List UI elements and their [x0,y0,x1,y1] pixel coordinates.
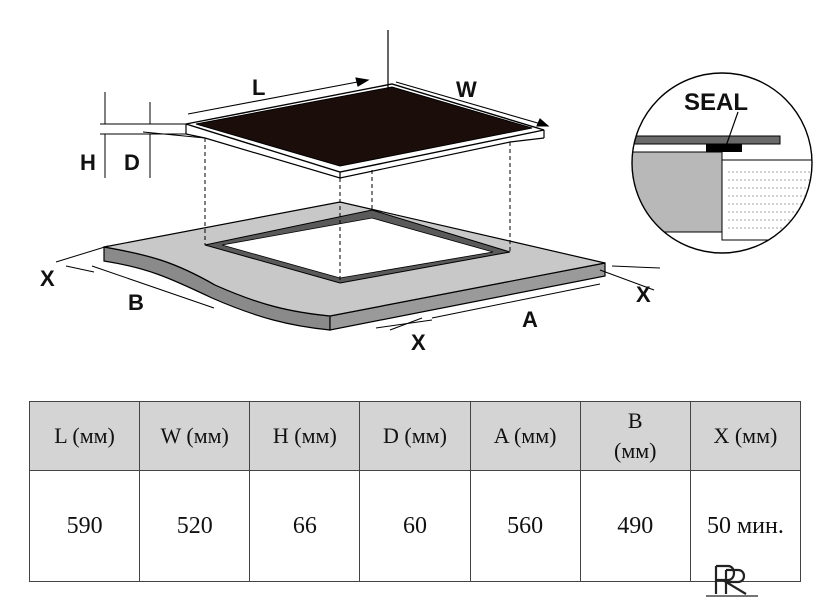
label-d: D [124,150,140,175]
label-x-left: X [40,266,55,291]
dimension-a [431,283,601,319]
hob-glass [195,86,533,167]
value-cell: 50 мин. [689,470,802,582]
header-cell: A (мм) [469,401,581,471]
label-w: W [456,77,477,102]
installation-diagram: L W H D X B X A X [40,30,813,355]
value-cell: 590 [28,470,141,582]
dimension-w [395,81,550,127]
label-h: H [80,150,96,175]
projection-lines [204,138,511,283]
dimension-x-bottom [375,317,433,331]
label-b: B [128,290,144,315]
label-l: L [252,75,265,100]
seal-inset: SEAL [631,72,813,254]
header-cell: D (мм) [359,401,471,471]
value-cell: 60 [359,470,471,582]
spec-table: L (мм) W (мм) H (мм) D (мм) A (мм) B (мм… [28,401,802,582]
label-a: A [522,307,538,332]
dimension-x-left [55,245,109,273]
label-x-bottom: X [411,330,426,355]
value-cell: 560 [469,470,581,582]
dimension-h-d [100,92,206,178]
header-cell: L (мм) [28,401,141,471]
label-x-right: X [636,282,651,307]
header-cell: B (мм) [579,401,691,471]
value-cell: 66 [249,470,361,582]
header-cell: H (мм) [249,401,361,471]
label-seal: SEAL [684,89,748,116]
table-header-row: L (мм) W (мм) H (мм) D (мм) A (мм) B (мм… [28,401,802,471]
brand-logo [706,564,758,597]
value-cell: 520 [139,470,251,582]
cutout-inner-wall [221,217,494,279]
header-cell: W (мм) [139,401,251,471]
header-cell: X (мм) [689,401,802,471]
table-row: 590 520 66 60 560 490 50 мин. [28,470,802,582]
dimension-l [187,77,370,115]
dimension-b [91,265,215,309]
value-cell: 490 [579,470,691,582]
dimension-x-right [599,265,661,291]
